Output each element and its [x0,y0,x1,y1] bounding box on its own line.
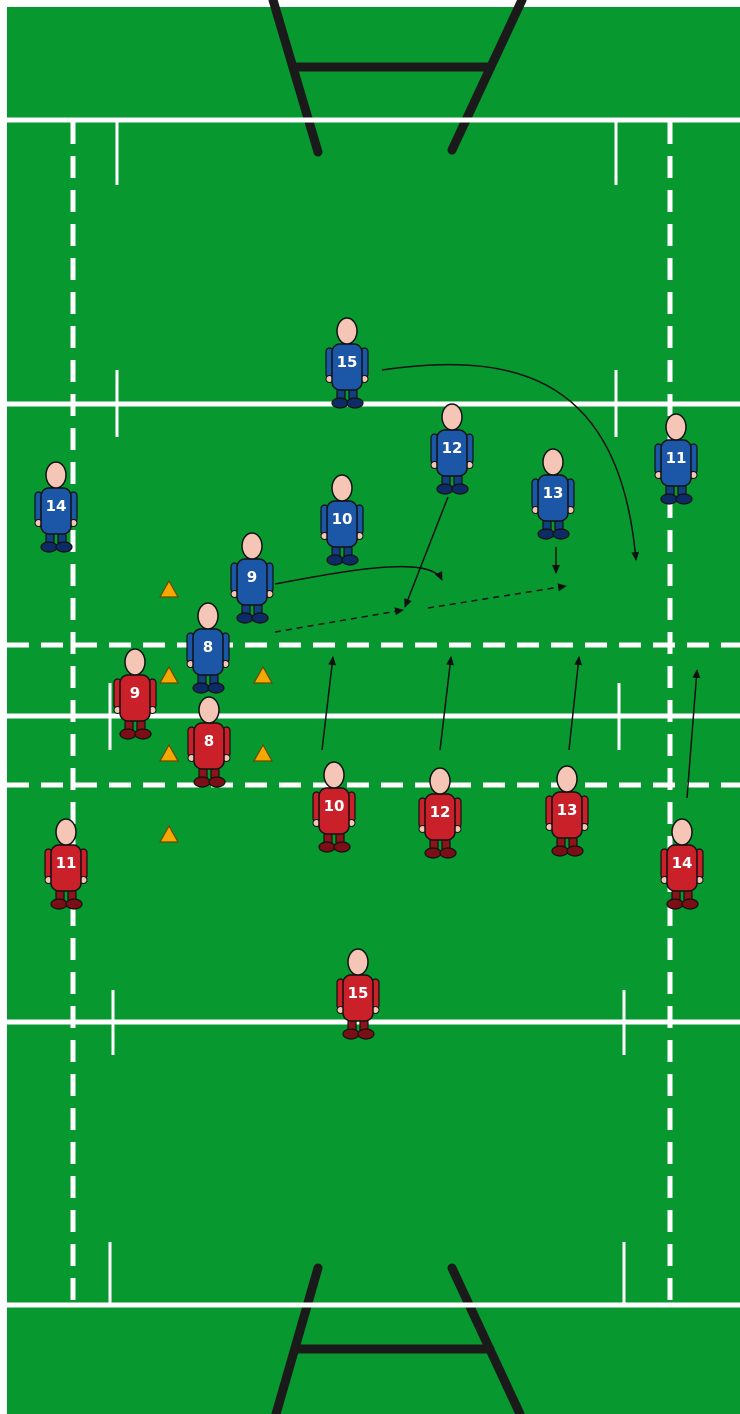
jersey-number: 10 [332,510,353,528]
jersey-number: 15 [348,984,369,1002]
jersey-number: 8 [203,638,213,656]
jersey-number: 10 [324,797,345,815]
jersey-number: 9 [247,568,257,586]
jersey-number: 15 [337,353,358,371]
jersey-number: 14 [46,497,67,515]
jersey-number: 11 [666,449,687,467]
jersey-number: 9 [130,684,140,702]
jersey-number: 13 [543,484,564,502]
jersey-number: 11 [56,854,77,872]
jersey-number: 12 [442,439,463,457]
jersey-number: 14 [672,854,693,872]
jersey-number: 13 [557,801,578,819]
jersey-number: 12 [430,803,451,821]
jersey-number: 8 [204,732,214,750]
